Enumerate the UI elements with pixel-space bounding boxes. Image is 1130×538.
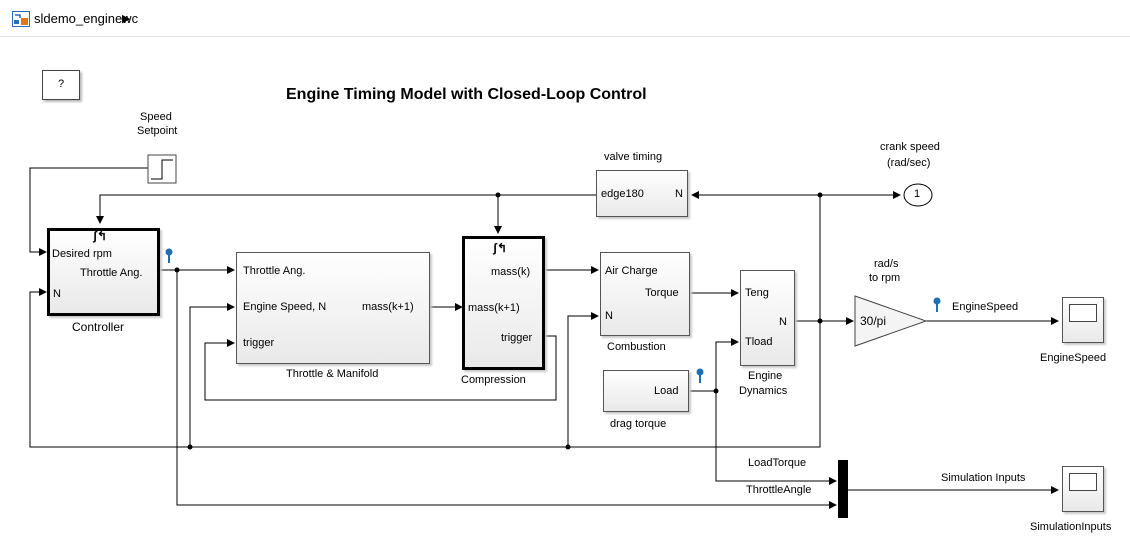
speed-setpoint-label: Speed (140, 111, 172, 123)
combustion-out-torque: Torque (645, 287, 679, 299)
compression-block[interactable]: ʃ↰ mass(k) mass(k+1) trigger (462, 236, 545, 370)
throttle-manifold-name: Throttle & Manifold (286, 368, 379, 380)
engine-dynamics-block[interactable]: Teng N Tload (740, 270, 795, 366)
engine-speed-scope-block[interactable] (1062, 297, 1104, 343)
trigger-icon: ʃ↰ (493, 241, 508, 255)
valve-timing-name: valve timing (604, 151, 663, 163)
controller-block[interactable]: ʃ↰ Desired rpm Throttle Ang. N (47, 228, 160, 316)
speed-setpoint-step-block[interactable] (148, 155, 176, 183)
trigger-icon: ʃ↰ (93, 229, 108, 243)
drag-torque-block[interactable]: Load (603, 370, 689, 412)
controller-out-throttle-ang: Throttle Ang. (80, 267, 143, 279)
gain-label-2: to rpm (869, 272, 901, 284)
speed-setpoint-label-2: Setpoint (137, 125, 178, 137)
simulation-inputs-signal-label: Simulation Inputs (941, 472, 1026, 484)
signal-probe-icon (933, 297, 941, 312)
engine-out-n: N (779, 316, 787, 328)
engine-in-tload: Tload (745, 336, 773, 348)
drag-torque-name: drag torque (610, 418, 667, 430)
controller-in-desired-rpm: Desired rpm (52, 248, 112, 260)
combustion-block[interactable]: Air Charge Torque N (600, 252, 690, 336)
valve-timing-block[interactable]: edge180 N (596, 170, 688, 217)
gain-label: rad/s (874, 258, 899, 270)
mux-block (838, 460, 848, 518)
crank-speed-label-2: (rad/sec) (887, 157, 931, 169)
engine-in-teng: Teng (745, 287, 769, 299)
controller-in-n: N (53, 288, 61, 300)
engine-dynamics-name: Engine (748, 370, 783, 382)
mux-in-throttle-angle-label: ThrottleAngle (746, 484, 812, 496)
crank-speed-outport-shape (903, 183, 933, 207)
valve-out-n: N (675, 188, 683, 200)
combustion-in-n: N (605, 310, 613, 322)
throttle-in-engine-speed: Engine Speed, N (243, 301, 327, 313)
valve-in-edge180: edge180 (601, 188, 644, 200)
throttle-in-trigger: trigger (243, 337, 275, 349)
compression-out-mass-k: mass(k) (491, 266, 531, 278)
gain-block-shape (854, 295, 928, 347)
compression-name: Compression (461, 374, 526, 386)
simulation-inputs-scope-name: SimulationInputs (1030, 521, 1112, 533)
engine-speed-scope-name: EngineSpeed (1040, 352, 1107, 364)
gain-block[interactable]: 30/pi (860, 314, 887, 328)
signal-probe-icon (696, 368, 704, 383)
drag-out-load: Load (654, 385, 679, 397)
compression-in-mass-k1: mass(k+1) (468, 302, 520, 314)
combustion-in-air-charge: Air Charge (605, 265, 658, 277)
engine-speed-signal-label: EngineSpeed (952, 301, 1019, 313)
mux-in-load-torque-label: LoadTorque (748, 457, 807, 469)
help-button[interactable]: ? (42, 70, 80, 100)
throttle-in-throttle-ang: Throttle Ang. (243, 265, 306, 277)
diagram-title: Engine Timing Model with Closed-Loop Con… (286, 86, 647, 103)
compression-out-trigger: trigger (501, 332, 533, 344)
signal-probe-icon (165, 248, 173, 263)
simulation-inputs-scope-block[interactable] (1062, 466, 1104, 512)
crank-speed-label: crank speed (880, 141, 940, 153)
model-breadcrumb-bar: sldemo_enginewc ▶ (0, 0, 1130, 37)
throttle-out-mass: mass(k+1) (362, 301, 414, 313)
crank-speed-outport[interactable]: 1 (914, 188, 921, 200)
controller-name: Controller (72, 320, 125, 334)
breadcrumb-model-name[interactable]: sldemo_enginewc (34, 11, 139, 26)
throttle-manifold-block[interactable]: Throttle Ang. Engine Speed, N mass(k+1) … (236, 252, 430, 364)
combustion-name: Combustion (607, 341, 666, 353)
simulink-model-icon[interactable] (12, 11, 30, 27)
breadcrumb-expand-arrow-icon[interactable]: ▶ (122, 13, 131, 25)
engine-dynamics-name-2: Dynamics (739, 385, 788, 397)
